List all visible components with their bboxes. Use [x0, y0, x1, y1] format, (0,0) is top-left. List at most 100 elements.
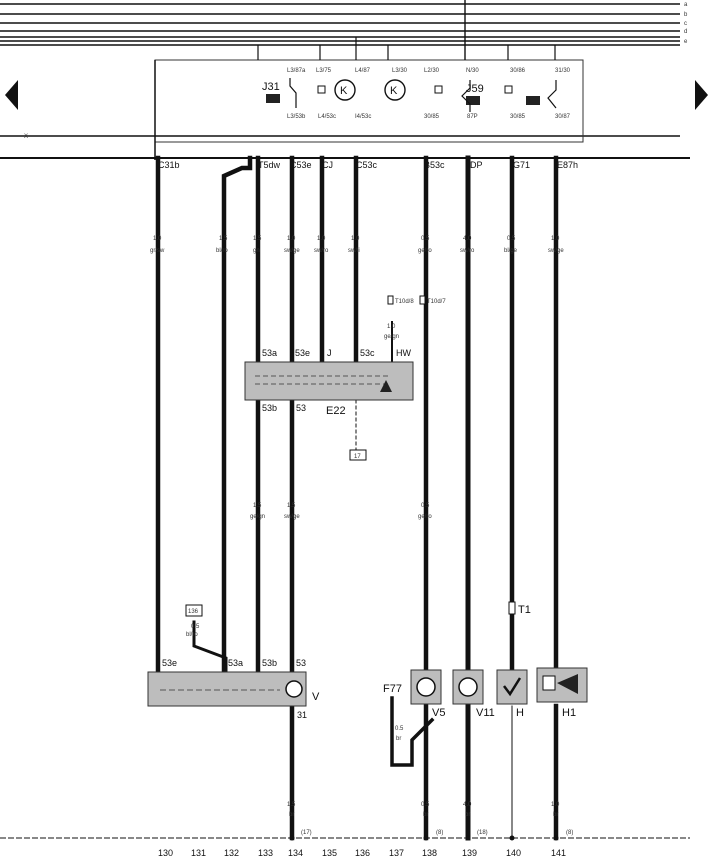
switch-f77-label: F77 — [383, 683, 402, 695]
relay-k-left-symbol — [334, 79, 356, 101]
pin-label: L3/87a — [287, 68, 306, 74]
bus-label: a — [684, 2, 688, 8]
switch-e22-term: 53a — [262, 348, 277, 358]
switch-e22-arrow — [380, 380, 392, 392]
motor-v5-symbol — [416, 677, 436, 697]
switch-e22-term: 53 — [296, 403, 306, 413]
switch-e22-body — [244, 361, 414, 401]
relay-tag — [526, 96, 540, 105]
wire-color: bl/ge — [504, 248, 518, 254]
column-number: 136 — [355, 848, 370, 858]
motor-v11-symbol — [458, 677, 478, 697]
wire-color: br — [423, 812, 428, 818]
wire-color: sw/ge — [548, 248, 564, 254]
switch-e22-term: 53e — [295, 348, 310, 358]
relay-coil — [434, 85, 443, 94]
pin-label: 30/87 — [555, 114, 571, 120]
connector-label: G71 — [513, 160, 530, 170]
wire-size: 0.5 — [191, 624, 200, 630]
component-label: H — [516, 707, 524, 719]
wire-size: 1.0 — [287, 236, 296, 242]
switch-e22-label: E22 — [326, 405, 346, 417]
wires — [155, 155, 559, 841]
fuse-t1-icon — [508, 601, 516, 615]
wiper-motor-body — [147, 671, 307, 707]
component-label: H1 — [562, 707, 576, 719]
column-number: 132 — [224, 848, 239, 858]
wire-color: br — [289, 812, 294, 818]
connector-label: B53c — [424, 160, 445, 170]
wire-size: 1.0 — [153, 236, 162, 242]
connector-label: DP — [470, 160, 483, 170]
ground-point-label: (17) — [301, 830, 312, 836]
plug-t10-8-label: T10d/8 — [395, 299, 414, 305]
horn-h1-symbol — [542, 675, 556, 691]
next-page-arrow-icon[interactable] — [695, 80, 708, 110]
wire-size: 1.5 — [253, 503, 262, 509]
column-numbers: 130 131 132 133 134 135 136 137 138 139 … — [158, 848, 566, 858]
connector-label: CJ — [322, 160, 333, 170]
wire-color: sw/ge — [284, 514, 300, 520]
wire — [192, 620, 228, 674]
column-number: 135 — [322, 848, 337, 858]
previous-page-arrow-icon[interactable] — [5, 80, 18, 110]
fuse-t1-label: T1 — [518, 604, 531, 616]
pin-label: 87P — [467, 114, 478, 120]
relay-contact — [289, 78, 297, 108]
wire-size: 1.0 — [551, 802, 560, 808]
wire-color: sw/li — [348, 248, 360, 254]
plug-t10-7-label: T10d/7 — [427, 299, 446, 305]
column-number: 131 — [191, 848, 206, 858]
pin-label: L3/75 — [316, 68, 332, 74]
wire-size: 1.0 — [351, 236, 360, 242]
pin-label: 30/86 — [510, 68, 526, 74]
wire-size: 1.5 — [219, 236, 228, 242]
wire-color: br — [553, 812, 558, 818]
component-label: V5 — [432, 707, 445, 719]
wiper-motor-term: 53e — [162, 658, 177, 668]
switch-e22-term: HW — [396, 348, 411, 358]
relay-contact — [461, 80, 471, 112]
ref-box — [349, 449, 367, 461]
wiper-motor-symbol — [285, 680, 303, 698]
relay-k-right-symbol — [384, 79, 406, 101]
terminal-label: X — [24, 134, 28, 140]
switch-e22-term: J — [327, 348, 332, 358]
connector-label: T5dw — [258, 160, 281, 170]
wire-color: sw/ge — [284, 248, 300, 254]
wire — [221, 155, 253, 675]
wire-size: 1.0 — [551, 236, 560, 242]
relay-k-right-label: K — [390, 85, 398, 97]
pin-label: 31/30 — [555, 68, 571, 74]
wire-size: 1.0 — [317, 236, 326, 242]
plug-t10-7-icon — [419, 295, 426, 305]
wire-color: gr/sw — [150, 248, 165, 254]
wire — [390, 696, 435, 767]
relay-j59-tag — [466, 96, 480, 105]
wire-color: bl/ro — [186, 632, 198, 638]
connector-label: C53c — [356, 160, 378, 170]
wiper-motor-term-31: 31 — [297, 710, 307, 720]
wire-size: 0.5 — [421, 503, 430, 509]
bus-label: c — [684, 21, 687, 27]
pin-label: 30/85 — [510, 114, 526, 120]
wiper-motor-term: 53 — [296, 658, 306, 668]
column-number: 137 — [389, 848, 404, 858]
wire-size: 0.5 — [395, 726, 404, 732]
pin-label: L3/30 — [392, 68, 408, 74]
relay-coil — [317, 85, 326, 94]
wire-color: gn — [253, 248, 260, 254]
wire-color: sw/ro — [460, 248, 475, 254]
components: V5 V11 H H1 T1 F77 0.5 br — [383, 601, 588, 742]
relay-j31-label: J31 — [262, 81, 280, 93]
wire-color: ge/gn — [384, 334, 399, 340]
ground-point-label: (8) — [436, 830, 443, 836]
wire-color: br — [396, 736, 401, 742]
column-number: 130 — [158, 848, 173, 858]
wire-size: 0.5 — [421, 236, 430, 242]
column-number: 141 — [551, 848, 566, 858]
pin-label: N/30 — [466, 68, 479, 74]
wire-size: 0.5 — [507, 236, 516, 242]
pin-label: 30/85 — [424, 114, 440, 120]
